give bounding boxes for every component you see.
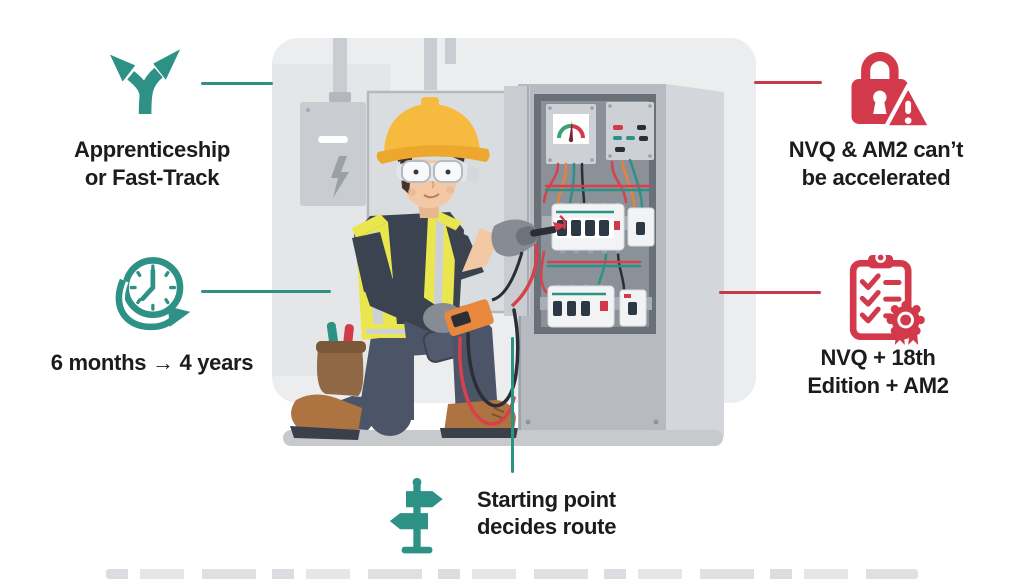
- label-starting-point-line2: decides route: [477, 514, 617, 539]
- label-nvq-warning-line2: be accelerated: [801, 165, 951, 190]
- label-duration: 6 months → 4 years: [27, 349, 277, 377]
- arm-with-probe: [446, 214, 567, 308]
- label-duration-text: 6 months → 4 years: [50, 350, 254, 375]
- tool-pouch: [316, 321, 366, 396]
- door-edge: [504, 86, 530, 316]
- certificate-checklist-icon: [849, 252, 925, 345]
- label-qualifications-line2: Edition + AM2: [807, 373, 949, 398]
- hard-hat-icon: [376, 97, 490, 164]
- electrician-back-leg: [290, 318, 414, 440]
- safety-goggles-icon: [396, 160, 480, 184]
- callout-duration: [104, 252, 198, 345]
- callout-qualifications: [838, 250, 930, 355]
- label-apprenticeship: Apprenticeship or Fast-Track: [37, 136, 267, 192]
- cutoff-caption-strip: [106, 569, 918, 579]
- label-apprenticeship-line2: or Fast-Track: [84, 165, 220, 190]
- clock-cycle-icon: [112, 257, 191, 333]
- connector-starting-point: [511, 337, 514, 473]
- breaker-row-2: [540, 284, 652, 328]
- probe-tip: [553, 222, 567, 231]
- connector-nvq-warning: [754, 81, 822, 84]
- label-starting-point: Starting point decides route: [477, 486, 687, 540]
- arm-with-multimeter: [352, 232, 494, 337]
- analog-meter: [546, 104, 596, 164]
- lock-alert-icon: [851, 51, 933, 130]
- label-qualifications: NVQ + 18th Edition + AM2: [768, 344, 988, 400]
- label-qualifications-line1: NVQ + 18th: [820, 345, 936, 370]
- label-nvq-warning-line1: NVQ & AM2 can’t: [788, 137, 964, 162]
- signpost-icon: [389, 477, 443, 554]
- award-rosette-icon: [886, 300, 925, 345]
- multimeter: [444, 299, 494, 337]
- electrician-head: [376, 97, 490, 218]
- connector-duration: [201, 290, 331, 293]
- connector-apprenticeship: [201, 82, 273, 85]
- label-nvq-warning: NVQ & AM2 can’t be accelerated: [766, 136, 986, 192]
- lightning-bolt-icon: [331, 156, 349, 198]
- callout-nvq-warning: [834, 44, 934, 139]
- electrical-cabinet: [504, 84, 724, 437]
- breaker-row-1: [542, 202, 655, 254]
- panel-wiring: [540, 158, 652, 294]
- power-box: [300, 102, 366, 206]
- label-apprenticeship-line1: Apprenticeship: [74, 137, 230, 162]
- callout-starting-point: [384, 474, 450, 563]
- electrician-figure: [290, 97, 567, 440]
- conduit-pipes: [329, 38, 456, 102]
- control-module: [606, 102, 654, 160]
- callout-apprenticeship: [100, 42, 192, 119]
- connector-qualifications: [719, 291, 821, 294]
- label-starting-point-line1: Starting point: [477, 487, 616, 512]
- fork-arrows-icon: [110, 49, 181, 115]
